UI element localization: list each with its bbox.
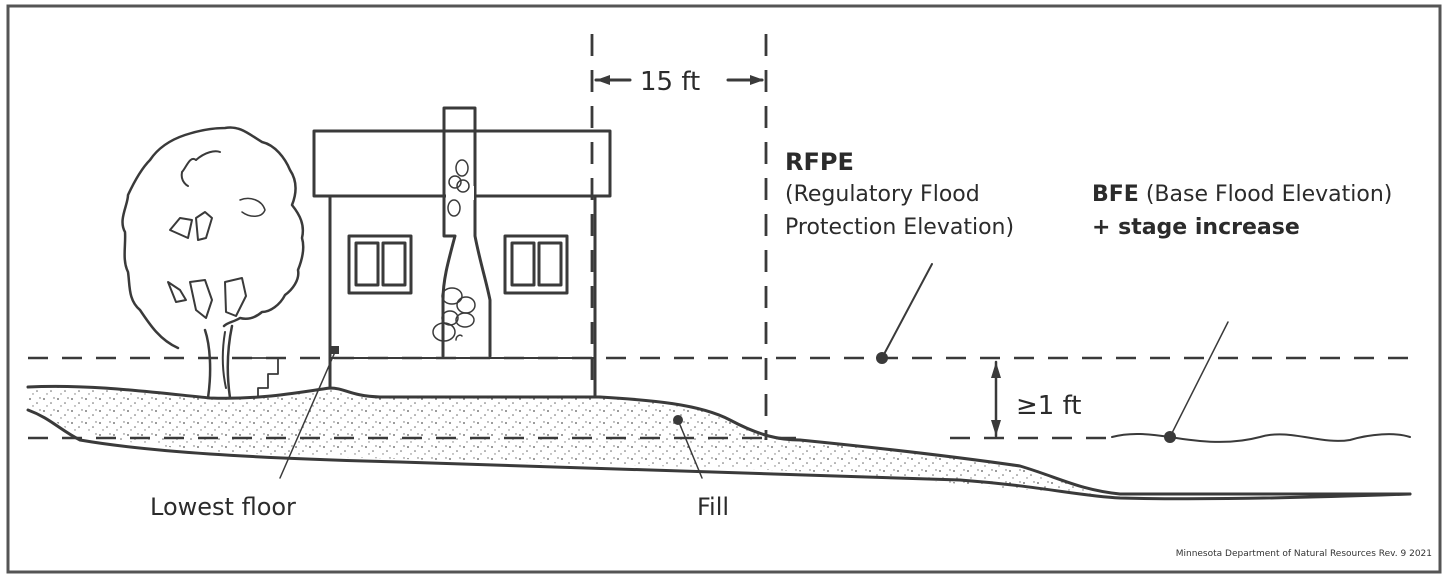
bfe-abbrev: BFE xyxy=(1092,182,1139,207)
fill-label: Fill xyxy=(697,493,729,521)
tree-detail xyxy=(189,279,213,319)
bfe-pointer-dot xyxy=(1164,431,1176,443)
freeboard-dimension xyxy=(991,360,1001,438)
ground-surface-line xyxy=(26,384,1412,496)
bfe-label: BFE (Base Flood Elevation) xyxy=(1092,182,1392,207)
fill-pointer-line xyxy=(677,419,703,479)
bfe-full: (Base Flood Elevation) xyxy=(1139,182,1393,207)
tree-detail xyxy=(195,211,213,241)
tree-canopy xyxy=(121,126,305,350)
tree-detail xyxy=(239,197,266,217)
chimney-stones xyxy=(432,159,476,342)
bfe-pointer-line xyxy=(1169,321,1229,438)
lowest-floor-pointer-line xyxy=(279,351,336,479)
rfpe-line-1: (Regulatory Flood xyxy=(785,182,980,207)
credit-text: Minnesota Department of Natural Resource… xyxy=(1176,549,1432,559)
tree-detail xyxy=(224,277,247,317)
tree-trunk-detail xyxy=(221,331,227,389)
rfpe-pointer-line xyxy=(881,263,933,359)
lowest-floor-label: Lowest floor xyxy=(150,493,296,521)
natural-ground-line xyxy=(26,408,1412,501)
setback-dimension xyxy=(594,75,764,85)
tree-detail xyxy=(180,157,197,187)
house-illustration xyxy=(312,106,612,398)
rfpe-line-2: Protection Elevation) xyxy=(785,215,1014,240)
entry-steps xyxy=(239,357,279,397)
fill-area xyxy=(28,386,1100,494)
tree-detail xyxy=(195,150,221,161)
rfpe-abbrev: RFPE xyxy=(785,148,854,176)
bfe-line-2: + stage increase xyxy=(1092,215,1300,240)
tree-trunk-right xyxy=(226,324,234,400)
diagram-frame xyxy=(6,4,1442,574)
freeboard-label: ≥1 ft xyxy=(1016,391,1081,421)
tree-trunk-left xyxy=(203,328,212,400)
tree-detail xyxy=(167,281,187,303)
water-surface xyxy=(1111,433,1411,443)
rfpe-pointer-dot xyxy=(876,352,888,364)
setback-label: 15 ft xyxy=(640,67,700,97)
chimney xyxy=(441,106,492,358)
lowest-floor-pointer-dot xyxy=(331,346,339,354)
window-left xyxy=(347,234,413,295)
tree-detail xyxy=(169,217,193,239)
window-right xyxy=(503,234,569,295)
fill-pointer-dot xyxy=(673,415,683,425)
tree-illustration xyxy=(121,126,305,400)
